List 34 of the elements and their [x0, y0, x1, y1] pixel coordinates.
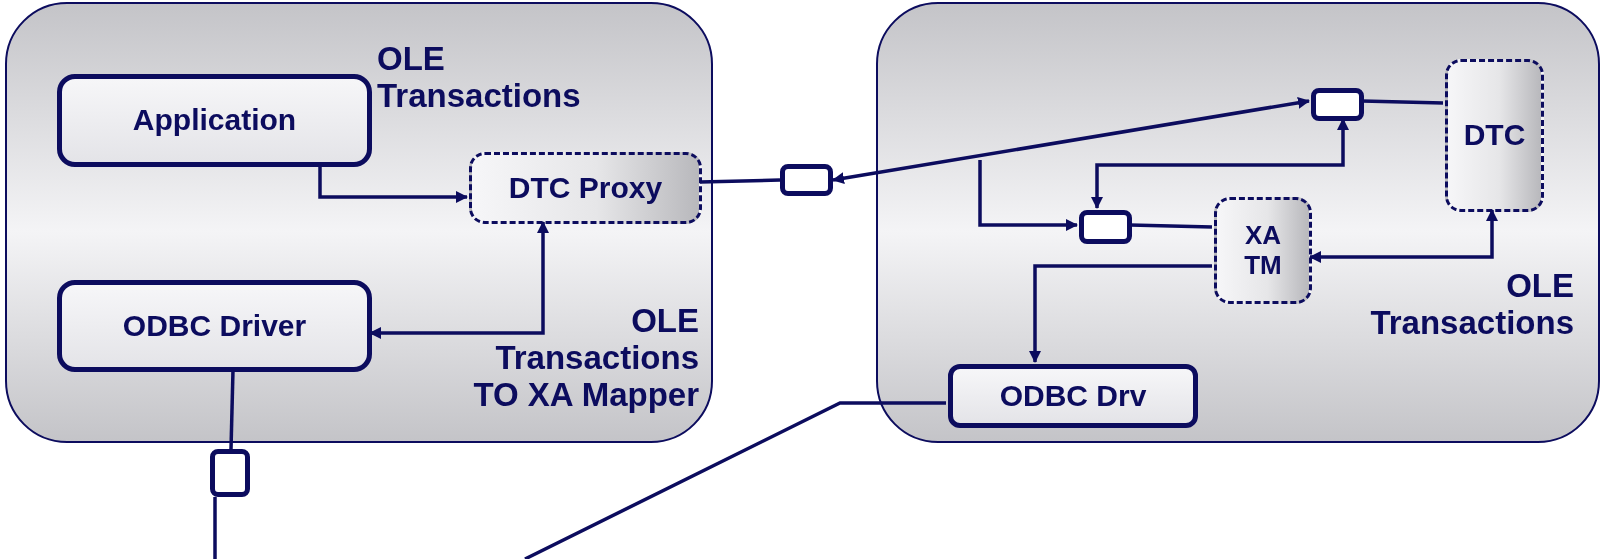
component-box [57, 280, 372, 372]
node-label: XA TM [1243, 220, 1283, 281]
system-panel [876, 2, 1600, 443]
connector-port [1311, 88, 1364, 121]
caption-text: OLE Transactions [1369, 267, 1574, 341]
arrow [832, 96, 1310, 185]
connector-line [524, 401, 946, 559]
connector-line [1361, 99, 1444, 105]
connector-line [1129, 223, 1213, 229]
node-label: ODBC Driver [122, 308, 307, 344]
system-panel [5, 2, 713, 443]
arrow [1029, 264, 1212, 363]
caption-text: OLE Transactions TO XA Mapper [472, 302, 699, 413]
connector-port [780, 164, 833, 196]
arrow [978, 160, 1078, 231]
arrow [1091, 118, 1349, 209]
service-box [1445, 59, 1544, 212]
service-box [469, 152, 702, 224]
arrow [1309, 209, 1498, 263]
component-box [57, 74, 372, 167]
service-box [1214, 197, 1312, 304]
node-label: Application [132, 103, 297, 138]
node-label: DTC [1463, 118, 1526, 153]
connector-line [213, 497, 217, 559]
node-label: DTC Proxy [508, 170, 663, 206]
connector-port [1079, 210, 1132, 244]
connector-line [229, 369, 235, 450]
caption-text: OLE Transactions [377, 40, 582, 114]
connector-port [210, 449, 250, 497]
node-label: ODBC Drv [999, 378, 1147, 414]
arrow [369, 221, 549, 339]
arrow [318, 165, 468, 203]
component-box [948, 364, 1198, 428]
connector-line [699, 178, 781, 184]
